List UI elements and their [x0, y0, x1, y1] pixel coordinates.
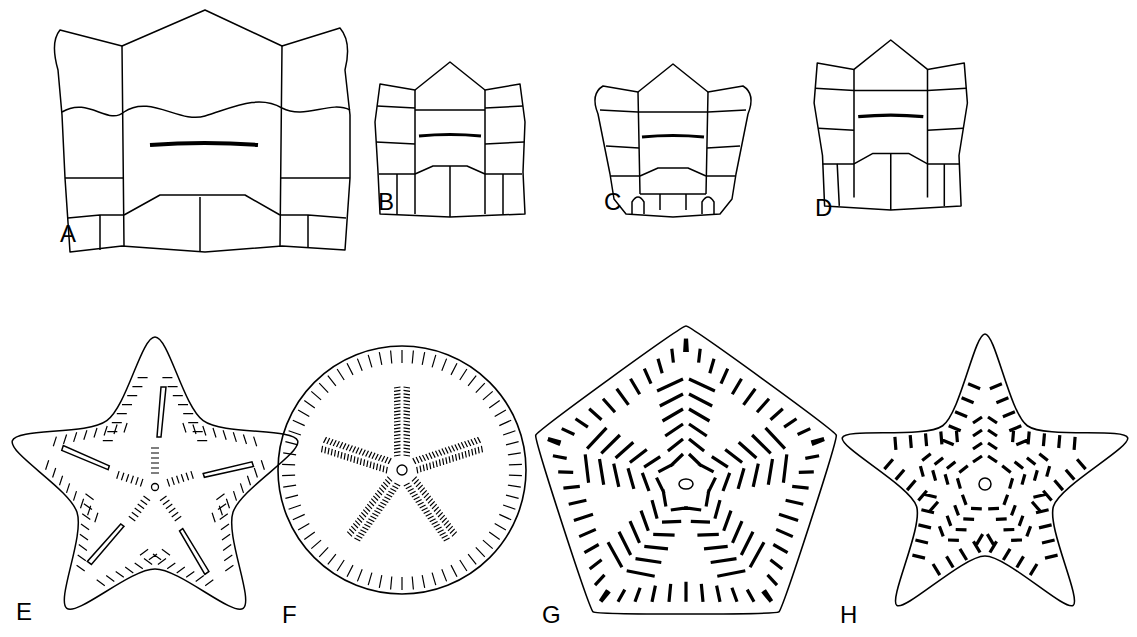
panel-letter: A — [60, 222, 76, 246]
panel-letter: B — [378, 190, 394, 214]
oral-view-f — [278, 346, 526, 594]
mouth — [979, 478, 991, 490]
ambulacral-marks — [884, 384, 1085, 575]
star-outline — [12, 337, 298, 609]
pentagon-outline — [536, 326, 837, 614]
ambulacral-ticks — [46, 378, 265, 586]
mouth — [679, 479, 693, 489]
oral-view-e — [12, 337, 298, 609]
mouth — [397, 465, 407, 475]
panel-letter: H — [840, 603, 857, 627]
calyx-c — [595, 64, 751, 217]
calyx-a — [54, 10, 350, 252]
radial-ticks — [282, 350, 522, 590]
mouth — [152, 484, 159, 491]
disc-outline — [278, 346, 526, 594]
chevron-marks — [548, 339, 825, 602]
calyx-d — [814, 40, 967, 210]
calyx-b — [375, 62, 525, 217]
spiracle-slits — [62, 387, 254, 574]
panel-letter: F — [282, 603, 297, 627]
oral-views — [12, 326, 1128, 614]
panel-letter: D — [815, 196, 832, 220]
panel-letter: C — [604, 190, 621, 214]
star-outline — [842, 334, 1128, 606]
oral-view-h — [842, 334, 1128, 606]
oral-view-g — [536, 326, 837, 614]
panel-letter: E — [16, 600, 32, 624]
panel-letter: G — [542, 603, 561, 627]
